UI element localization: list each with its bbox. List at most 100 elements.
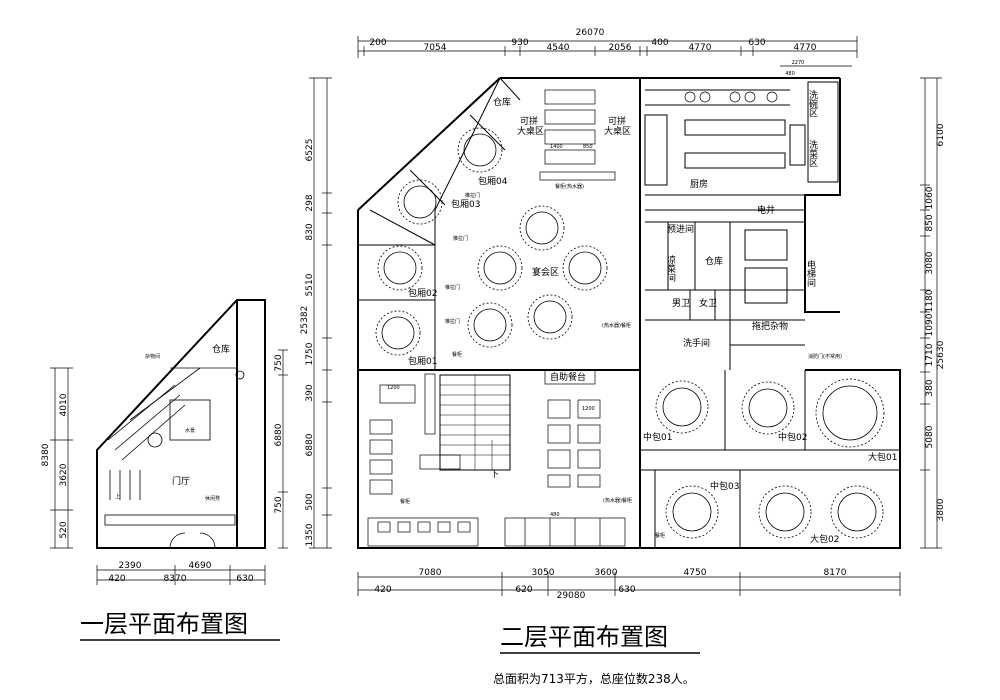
- label-slide-door: 推拉门: [445, 318, 460, 325]
- round-table: [457, 127, 503, 173]
- label-b02: 大包02: [810, 533, 839, 545]
- label-slide-door: 推拉门: [465, 192, 480, 199]
- f1-dim: 3620: [59, 463, 69, 486]
- dim-right: 380: [925, 379, 935, 396]
- f1-dim: 4010: [59, 393, 69, 416]
- f1-dim: 420: [108, 574, 125, 584]
- dim-top: 4540: [547, 43, 570, 53]
- round-table: [655, 380, 709, 434]
- dim-bottom: 8170: [824, 568, 847, 578]
- label-elevator: 电梯间: [805, 259, 816, 288]
- label-p02: 包厢02: [408, 287, 437, 299]
- dim-right: 5080: [925, 425, 935, 448]
- f1-dim: 8380: [41, 443, 51, 466]
- label-slide-door: 推拉门: [445, 284, 460, 291]
- dim-top: 930: [511, 38, 528, 48]
- f1-label-sundry: 杂物间: [145, 353, 160, 360]
- dim-left: 6525: [305, 139, 315, 162]
- label-b01: 大包01: [868, 451, 897, 463]
- label-big-table-left: 可拼大桌区: [517, 115, 544, 137]
- floor2-interior-walls: [358, 77, 900, 548]
- floor2-walls: [357, 77, 901, 549]
- label-sideboard: 餐柜: [400, 498, 410, 505]
- dim-left: 298: [305, 194, 315, 211]
- label-wash: 洗手间: [683, 337, 710, 349]
- round-table: [562, 245, 608, 291]
- floor2-round-tables: [375, 127, 885, 539]
- dim-top: 4770: [794, 43, 817, 53]
- label-sideboard: 餐柜: [655, 532, 665, 539]
- label-male-wc: 男卫: [672, 298, 690, 309]
- label-1200: 1200: [387, 385, 400, 391]
- label-850: 850: [583, 144, 593, 150]
- dim-bottom: 4750: [684, 568, 707, 578]
- label-female-wc: 女卫: [699, 297, 717, 309]
- f1-label-up: 上: [115, 493, 120, 500]
- dim-right: 850: [925, 214, 935, 231]
- round-table: [741, 381, 795, 435]
- label-p04: 包厢04: [478, 175, 508, 187]
- dim-right: 1090: [925, 313, 935, 336]
- dim-left: 5510: [305, 273, 315, 296]
- f1-label-waterscape: 水景: [185, 427, 195, 434]
- dim-top: 400: [651, 38, 668, 48]
- dim-left: 1750: [305, 342, 315, 365]
- label-down: 下: [490, 470, 499, 480]
- dim-top: 2270: [792, 60, 805, 66]
- label-firedoor: 消防门(不常用): [808, 353, 842, 360]
- dim-top: 7054: [424, 43, 447, 53]
- dim-top: 2056: [609, 43, 632, 53]
- floor1-walls: [96, 299, 266, 549]
- label-p03: 包厢03: [451, 198, 480, 210]
- label-m02: 中包02: [778, 431, 807, 443]
- label-veg-wash: 洗菜区: [807, 139, 818, 167]
- floor2-square-tables: [369, 89, 616, 495]
- dim-top: 200: [369, 38, 386, 48]
- dim-bottom: 3600: [595, 568, 618, 578]
- dim-right-total: 25630: [936, 340, 946, 369]
- label-banquet: 宴会区: [532, 266, 559, 278]
- label-m03: 中包03: [710, 480, 739, 492]
- round-table: [830, 485, 884, 539]
- label-slide-door: 推拉门: [453, 235, 468, 242]
- label-prep: 预进间: [667, 223, 694, 235]
- dim-left-total: 25382: [300, 306, 310, 335]
- floor1-title: 一层平面布置图: [80, 610, 248, 638]
- dim-top: 480: [785, 71, 795, 77]
- dim-right: 1710: [925, 343, 935, 366]
- label-1200: 1200: [582, 406, 595, 412]
- label-sideboard-hw: 餐柜(热水器): [555, 183, 584, 190]
- dim-bottom: 630: [618, 585, 635, 595]
- dim-right: 3800: [936, 498, 946, 521]
- label-big-table-right: 可拼大桌区: [604, 115, 631, 137]
- f1-dim: 6880: [274, 423, 284, 446]
- dim-right: 6100: [936, 123, 946, 146]
- floor2-title: 二层平面布置图: [500, 623, 668, 651]
- dim-bottom: 3050: [532, 568, 555, 578]
- dim-top-total: 26070: [576, 28, 605, 38]
- round-table: [815, 378, 885, 448]
- label-m01: 中包01: [643, 431, 672, 443]
- label-storage-top: 仓库: [493, 96, 511, 108]
- round-table: [665, 485, 719, 539]
- label-1400: 1400: [550, 144, 563, 150]
- round-table: [519, 205, 565, 251]
- dim-left: 390: [305, 384, 315, 401]
- round-table: [467, 302, 513, 348]
- label-buffet: 自助餐台: [550, 371, 586, 383]
- round-table: [397, 179, 443, 225]
- dim-right: 3080: [925, 251, 935, 274]
- label-hw-sideboard: (热水器)餐柜: [603, 497, 632, 504]
- round-table: [375, 310, 421, 356]
- dim-right: 1060: [925, 186, 935, 209]
- label-hw-sideboard: (热水器)餐柜: [602, 322, 631, 329]
- label-p01: 包厢01: [408, 355, 437, 367]
- floor1-dimensions: [50, 349, 288, 585]
- round-table: [477, 245, 523, 291]
- dim-top: 630: [748, 38, 765, 48]
- label-sideboard: 餐柜: [452, 351, 462, 358]
- dim-right: 1180: [925, 289, 935, 312]
- label-480: 480: [550, 512, 560, 518]
- round-table: [527, 294, 573, 340]
